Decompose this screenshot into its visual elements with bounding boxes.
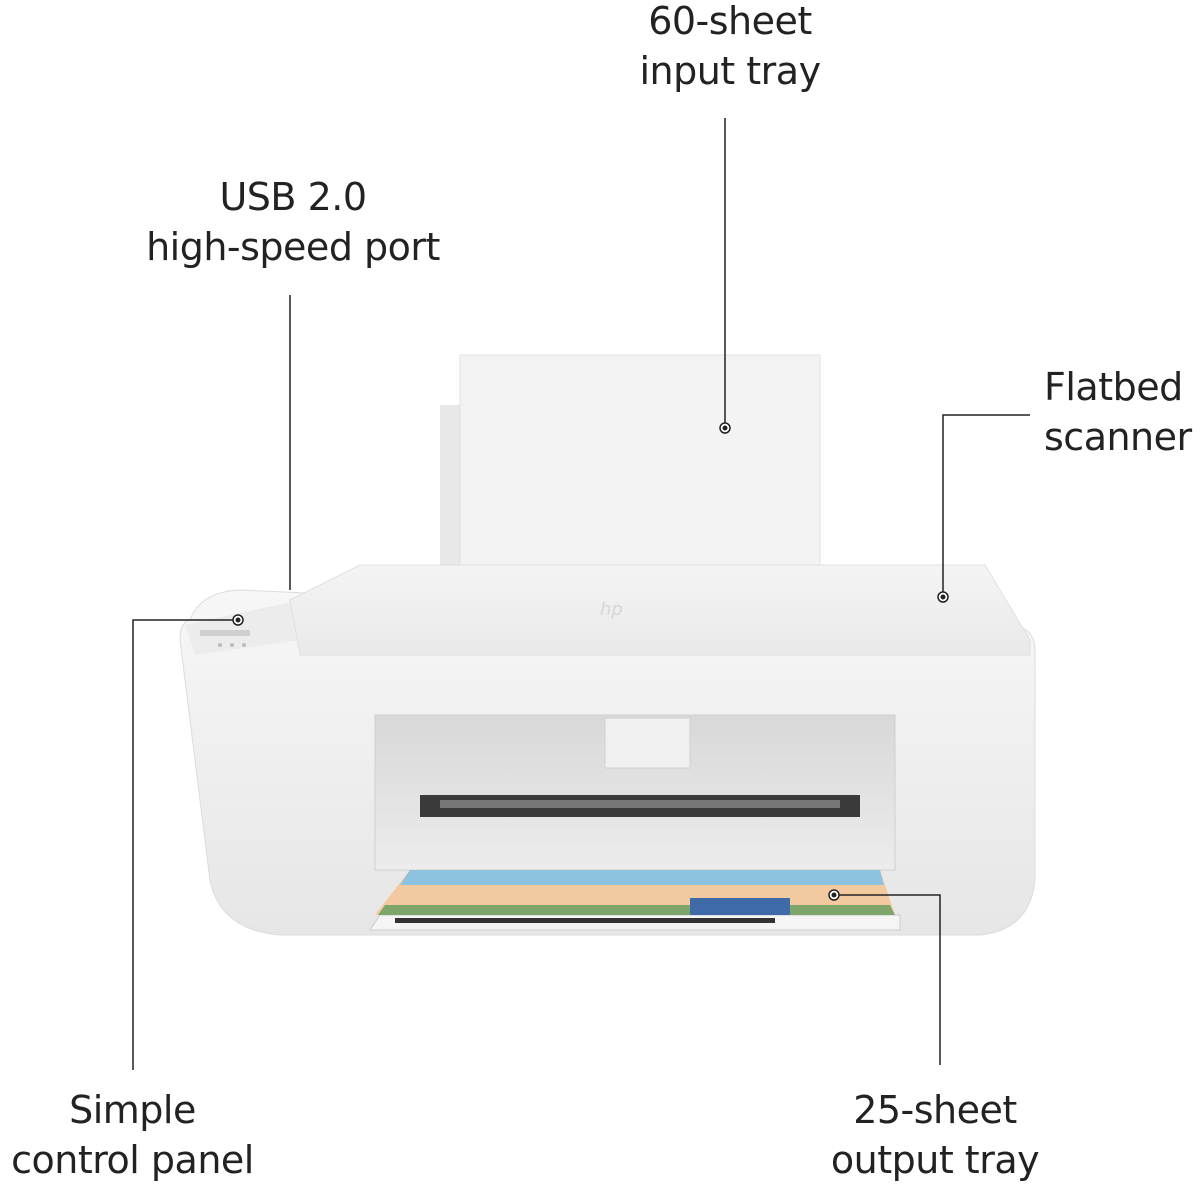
printed-page [369,870,901,931]
hp-logo: hp [600,599,623,620]
callout-control-panel: Simple control panel [0,1085,275,1185]
callout-line1: 60-sheet [648,0,812,43]
output-opening [374,714,896,871]
callout-usb-port: USB 2.0 high-speed port [113,172,473,272]
callout-line1: USB 2.0 [219,175,367,219]
callout-line2: output tray [830,1138,1040,1182]
callout-input-tray: 60-sheet input tray [580,0,880,96]
callout-output-tray: 25-sheet output tray [790,1085,1080,1185]
callout-line2: input tray [639,49,821,93]
callout-dots [232,422,949,901]
callout-line1: Simple [69,1088,196,1132]
input-tray-paper [440,354,821,576]
callout-line2: control panel [11,1138,254,1182]
callout-line1: Flatbed [1044,365,1183,409]
callout-scanner: Flatbed scanner [1044,362,1200,462]
callout-lines [132,118,1030,1070]
scanner-lid [289,564,1031,656]
callout-line2: high-speed port [146,225,440,269]
control-panel [185,600,300,655]
callout-line2: scanner [1044,415,1192,459]
callout-line1: 25-sheet [853,1088,1017,1132]
